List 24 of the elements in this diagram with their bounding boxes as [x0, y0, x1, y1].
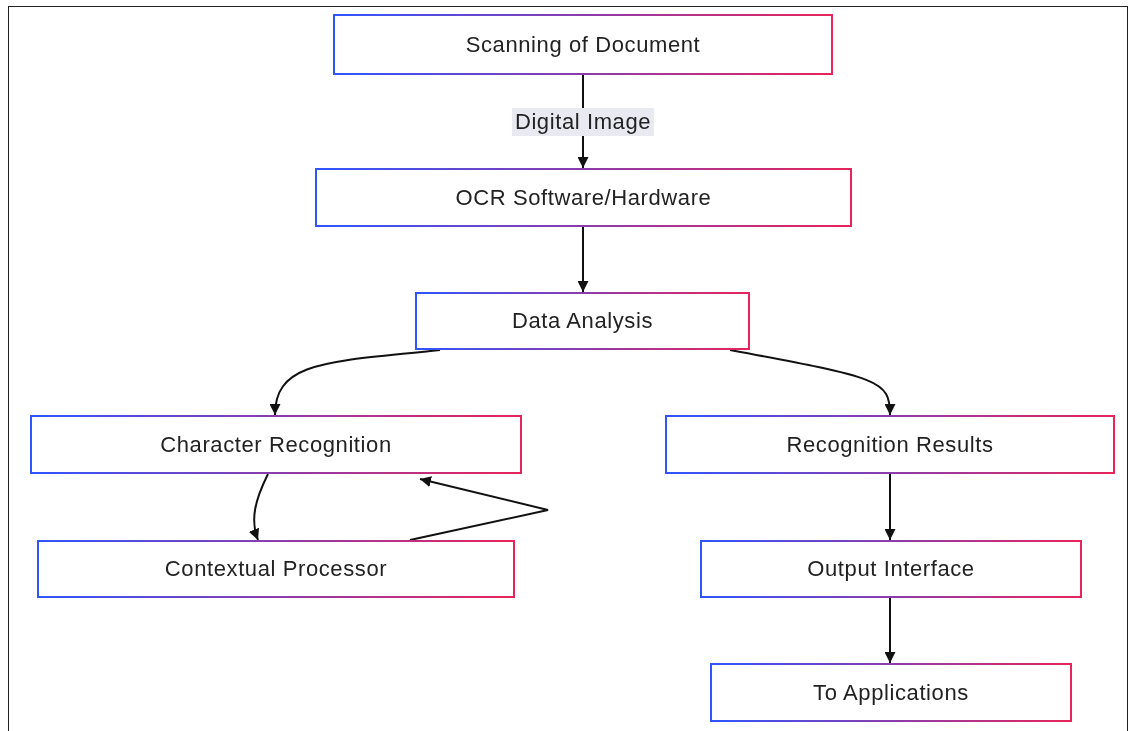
arrow	[884, 473, 896, 541]
node-label: Output Interface	[807, 556, 975, 582]
node-label: To Applications	[813, 679, 969, 706]
arrow	[577, 226, 589, 293]
arrow	[884, 597, 896, 664]
process-box	[37, 540, 515, 598]
edge-label: Digital Image	[511, 107, 655, 136]
node-label: Scanning of Document	[465, 31, 701, 58]
process-box	[710, 663, 1072, 722]
node-label: Contextual Processor	[164, 556, 388, 582]
process-box	[415, 292, 750, 350]
process-box	[30, 415, 522, 474]
node-label: Character Recognition	[160, 431, 392, 458]
arrow	[409, 476, 549, 541]
process-box	[315, 168, 852, 227]
process-box	[700, 540, 1082, 598]
node-label: Data Analysis	[511, 308, 654, 334]
node-label: Recognition Results	[786, 431, 994, 458]
process-box	[333, 14, 833, 75]
process-box	[665, 415, 1115, 474]
node-label: OCR Software/Hardware	[455, 184, 712, 211]
arrow	[729, 349, 896, 416]
arrow	[270, 349, 441, 416]
arrow	[249, 473, 269, 541]
